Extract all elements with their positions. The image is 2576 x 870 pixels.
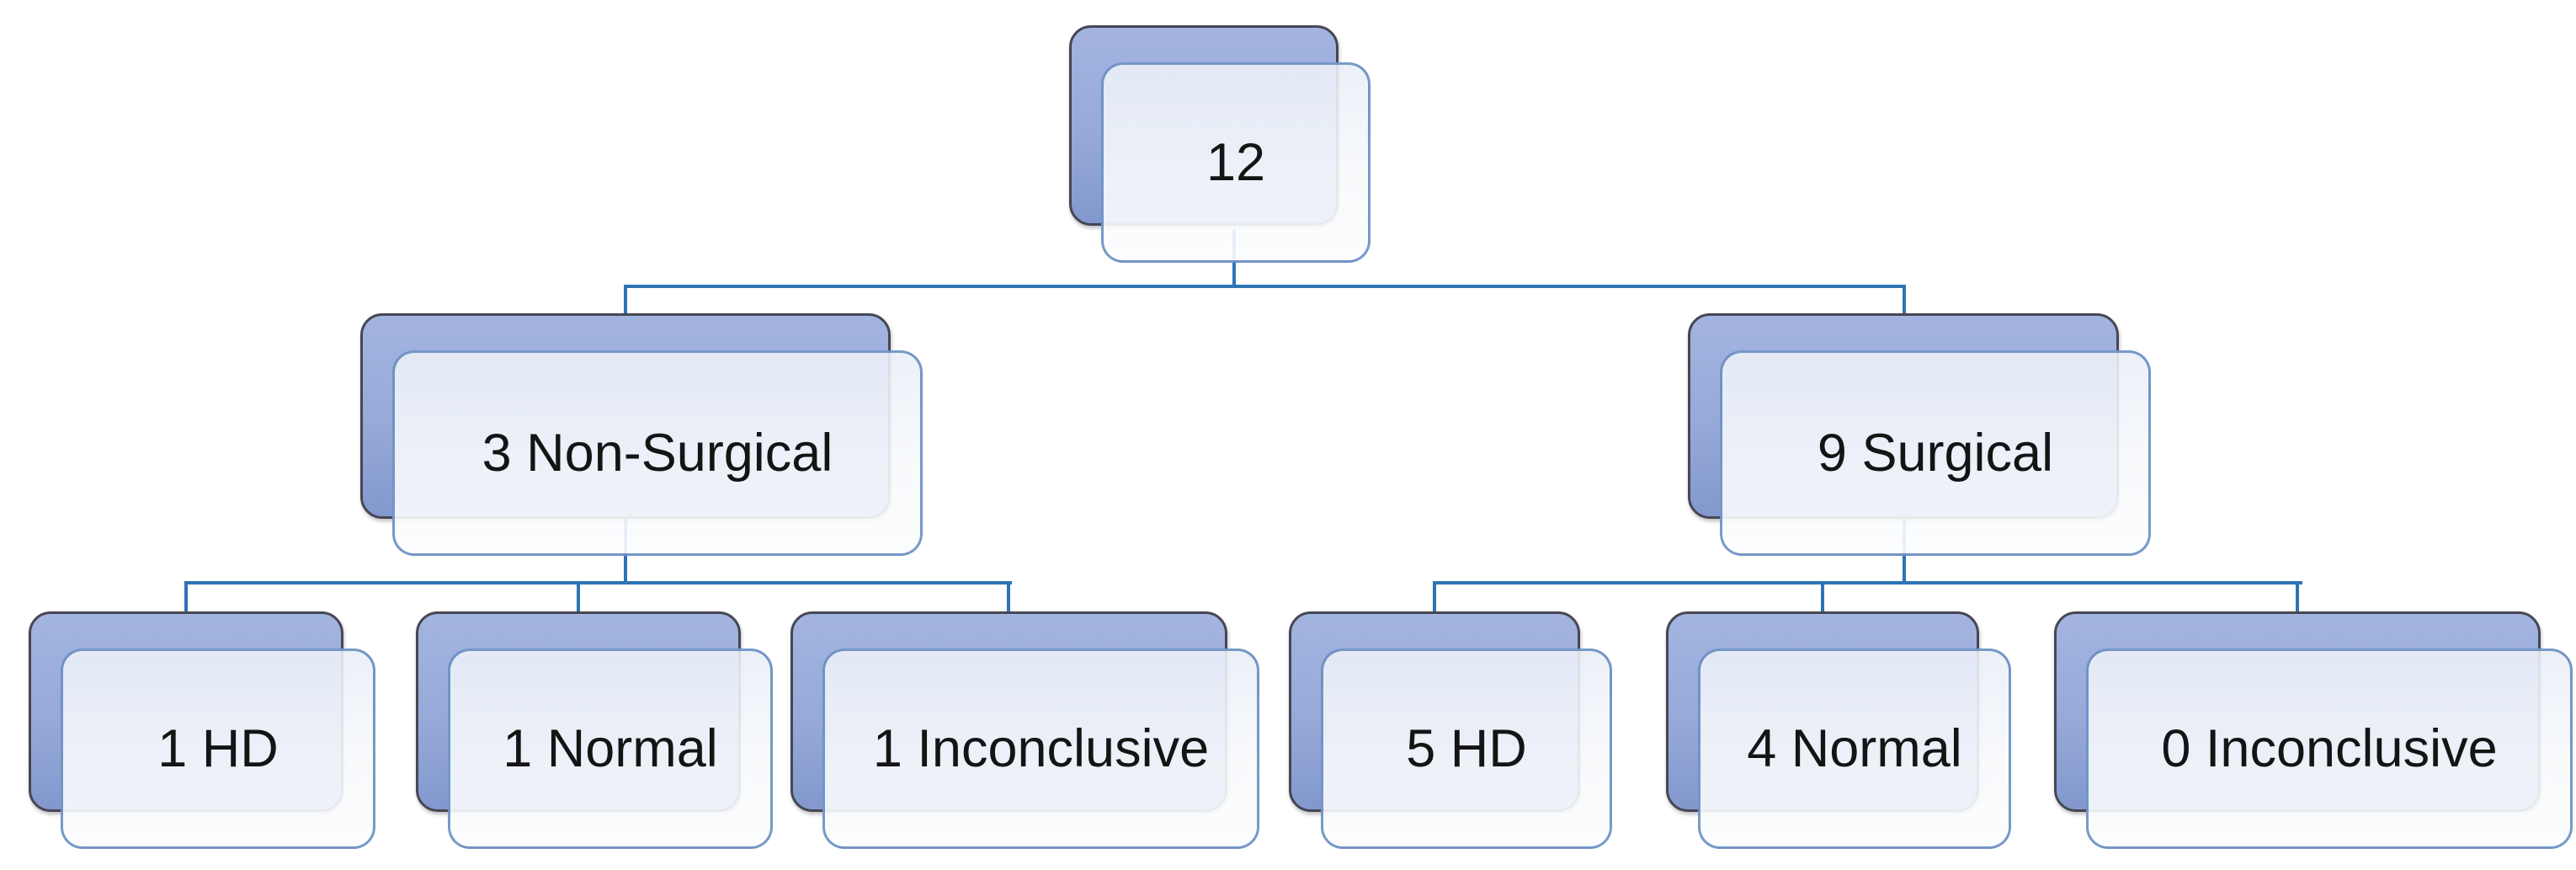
node-surgical-hd-label: 5 HD bbox=[1406, 718, 1527, 778]
node-non-surgical-front-panel: 3 Non-Surgical bbox=[392, 350, 923, 556]
node-non-surgical-label: 3 Non-Surgical bbox=[482, 423, 833, 483]
node-non-surgical-inconclusive-front-panel: 1 Inconclusive bbox=[822, 648, 1259, 849]
node-non-surgical-normal: 1 Normal bbox=[416, 611, 773, 849]
connector-drop-ns-normal bbox=[577, 581, 580, 618]
connector-level2-rail bbox=[624, 285, 1906, 288]
node-root-label: 12 bbox=[1206, 132, 1266, 192]
node-non-surgical-normal-label: 1 Normal bbox=[503, 718, 718, 778]
connector-drop-s-hd bbox=[1433, 581, 1436, 618]
node-surgical-front-panel: 9 Surgical bbox=[1720, 350, 2151, 556]
node-surgical-normal-front-panel: 4 Normal bbox=[1698, 648, 2011, 849]
node-surgical-label: 9 Surgical bbox=[1817, 423, 2054, 483]
node-non-surgical-hd-front-panel: 1 HD bbox=[61, 648, 375, 849]
node-root: 12 bbox=[1069, 25, 1370, 263]
connector-surgical-stem-in bbox=[1903, 285, 1906, 318]
node-surgical-inconclusive: 0 Inconclusive bbox=[2054, 611, 2573, 849]
node-non-surgical-normal-front-panel: 1 Normal bbox=[448, 648, 773, 849]
node-non-surgical-hd-label: 1 HD bbox=[157, 718, 279, 778]
node-non-surgical-inconclusive-label: 1 Inconclusive bbox=[872, 718, 1210, 778]
node-surgical-inconclusive-front-panel: 0 Inconclusive bbox=[2086, 648, 2573, 849]
node-surgical-hd: 5 HD bbox=[1289, 611, 1612, 849]
node-non-surgical-inconclusive: 1 Inconclusive bbox=[790, 611, 1259, 849]
connector-drop-ns-hd bbox=[184, 581, 188, 618]
node-surgical-normal-label: 4 Normal bbox=[1747, 718, 1962, 778]
connector-drop-ns-inconclusive bbox=[1007, 581, 1010, 618]
connector-drop-s-normal bbox=[1821, 581, 1824, 618]
node-surgical-hd-front-panel: 5 HD bbox=[1321, 648, 1612, 849]
node-non-surgical-hd: 1 HD bbox=[29, 611, 375, 849]
connector-drop-s-inconclusive bbox=[2296, 581, 2299, 618]
connector-nonsurgical-stem-in bbox=[624, 285, 627, 318]
connector-surgical-children-rail bbox=[1433, 581, 2302, 584]
node-surgical-inconclusive-label: 0 Inconclusive bbox=[2161, 718, 2498, 778]
connector-nonsurgical-children-rail bbox=[184, 581, 1012, 584]
node-non-surgical: 3 Non-Surgical bbox=[360, 313, 923, 556]
node-surgical-normal: 4 Normal bbox=[1666, 611, 2011, 849]
node-surgical: 9 Surgical bbox=[1688, 313, 2151, 556]
node-root-front-panel: 12 bbox=[1101, 62, 1370, 263]
